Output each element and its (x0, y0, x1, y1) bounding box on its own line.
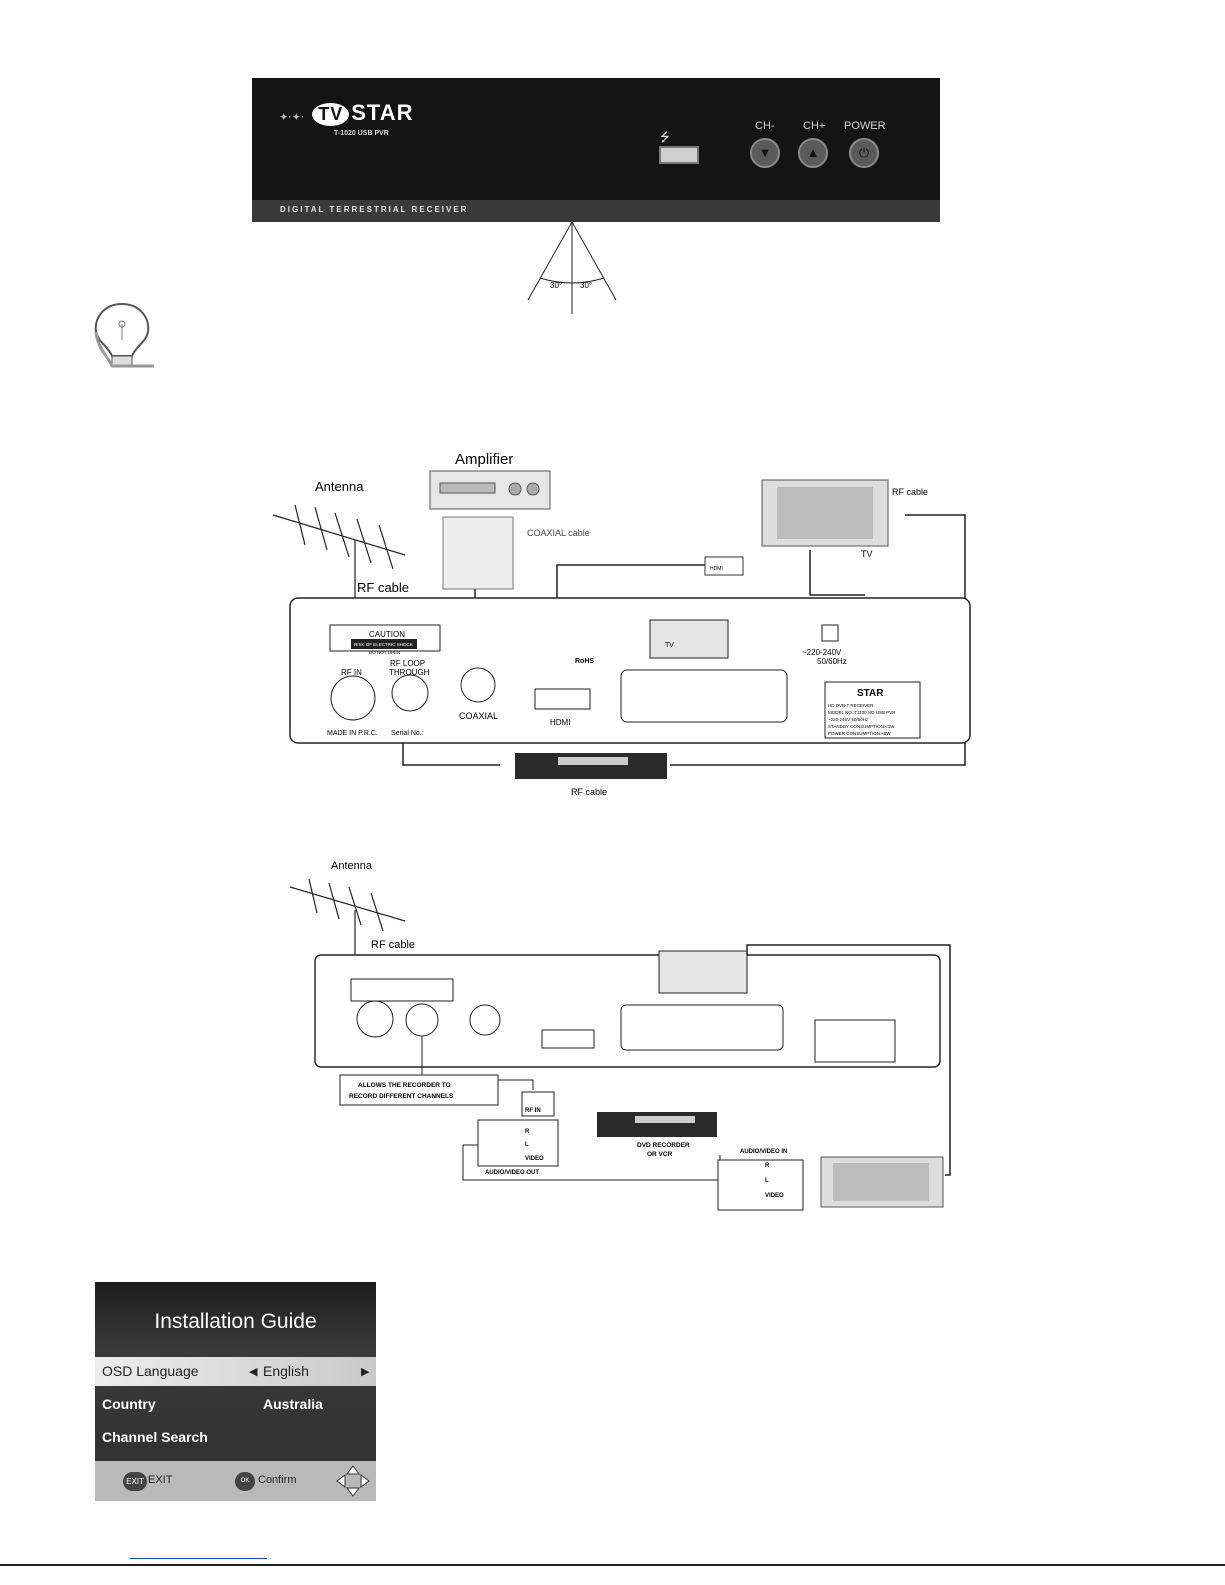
front-strip: DIGITAL TERRESTRIAL RECEIVER (252, 200, 940, 222)
coaxial-label: COAXIAL (459, 711, 498, 721)
osd-language-label: OSD Language (102, 1363, 199, 1379)
arrow-right-icon[interactable]: ▶ (361, 1366, 370, 1378)
osd-row-country[interactable]: Country Australia (95, 1390, 376, 1419)
amplifier-rear-jacks (442, 516, 514, 590)
note-line1: ALLOWS THE RECORDER TO (358, 1082, 451, 1089)
recorder-label2: OR VCR (647, 1151, 673, 1158)
av-in-label: AUDIO/VIDEO IN (740, 1149, 787, 1155)
footer-link-line (130, 1558, 267, 1559)
confirm-label: Confirm (258, 1474, 297, 1486)
svg-text:L: L (765, 1178, 769, 1184)
hdmi-port (534, 688, 591, 710)
tv-label: TV (861, 549, 873, 559)
viewing-angle-diagram: 30° 30° (527, 222, 617, 314)
model-number: T-1020 USB PVR (334, 130, 389, 137)
osd-channel-search-label: Channel Search (102, 1429, 208, 1445)
caution-sub1: RISK OF ELECTRIC SHOCK (354, 642, 413, 647)
av-out-label: AUDIO/VIDEO OUT (485, 1170, 539, 1176)
ok-button[interactable]: OK (235, 1472, 255, 1491)
antenna-label: Antenna (315, 479, 364, 494)
recorder-unit-1 (515, 753, 667, 779)
coaxial-cable-label: COAXIAL cable (527, 528, 590, 538)
antenna2-label: Antenna (331, 860, 373, 872)
av-out-box (477, 1119, 559, 1167)
svg-text:MODEL NO.:T1100 HD USB PVR: MODEL NO.:T1100 HD USB PVR (828, 710, 896, 715)
hdmi-label: HDMI (550, 718, 570, 727)
connection-diagram-1: Amplifier COAXIAL cable Antenna RF cable… (272, 451, 971, 797)
through-label: THROUGH (389, 668, 430, 677)
rating-brand: STAR (857, 688, 884, 699)
rf-cable-bottom-label: RF cable (571, 787, 607, 797)
osd-row-language[interactable]: OSD Language ◀ English ▶ (95, 1357, 376, 1386)
power-button: ⏻ (849, 138, 879, 168)
svg-text:L: L (525, 1142, 529, 1148)
osd-title: Installation Guide (154, 1310, 317, 1333)
osd-language-value: English (263, 1363, 309, 1379)
svg-text:HD DVB-T RECEIVER: HD DVB-T RECEIVER (828, 703, 874, 708)
arrow-left-icon[interactable]: ◀ (249, 1366, 258, 1378)
usb-icon: ⭍ (660, 130, 670, 144)
svg-text:POWER CONSUMPTION:<8W: POWER CONSUMPTION:<8W (828, 731, 891, 736)
svg-text:R: R (525, 1129, 530, 1135)
power-label: POWER (844, 120, 886, 132)
recorder-label1: DVD RECORDER (637, 1142, 690, 1149)
installation-guide-osd: Installation Guide OSD Language ◀ Englis… (95, 1282, 376, 1501)
lightbulb-icon (94, 302, 154, 368)
tv-scart-label: TV (665, 642, 674, 649)
exit-button[interactable]: EXIT (123, 1472, 147, 1491)
rf-cable2-label: RF cable (371, 939, 415, 951)
ch-down-button: ▼ (750, 138, 780, 168)
av-in-box (717, 1159, 804, 1211)
svg-text:~220-240V 50/60Hz: ~220-240V 50/60Hz (828, 717, 869, 722)
osd-country-label: Country (102, 1396, 156, 1412)
svg-text:VIDEO: VIDEO (765, 1193, 784, 1199)
rf-in-label: RF IN (341, 668, 362, 677)
serial-label: Serial No.: (391, 730, 424, 737)
usb-port (659, 146, 699, 164)
rf-loop-port (391, 674, 429, 712)
connection-diagram-2: Antenna RF cable ALLOWS THE RECORDER TO … (289, 860, 951, 1211)
made-in-label: MADE IN P.R.C. (327, 730, 378, 737)
power-rating: ~220-240V (802, 648, 842, 657)
rating-label (824, 681, 921, 739)
svg-text:R: R (765, 1163, 770, 1169)
ch-up-button: ▲ (798, 138, 828, 168)
angle-left: 30° (550, 281, 562, 290)
scart-socket (620, 669, 788, 723)
coaxial-port (460, 667, 496, 703)
rf-in-port (330, 675, 376, 721)
ch-plus-label: CH+ (803, 120, 826, 132)
svg-text:VIDEO: VIDEO (525, 1156, 544, 1162)
rf-loop-label: RF LOOP (390, 659, 425, 668)
osd-row-channel-search[interactable]: Channel Search (95, 1423, 376, 1452)
hdmi-small-label: HDMI (710, 566, 723, 572)
ch-minus-label: CH- (755, 120, 775, 132)
osd-footer: EXIT EXIT OK Confirm (95, 1461, 376, 1501)
svg-text:STANDBY CONSUMPTION:<1W: STANDBY CONSUMPTION:<1W (828, 724, 895, 729)
rf-cable-tv-label: RF cable (892, 487, 928, 497)
caution-label: CAUTION (369, 630, 405, 639)
osd-country-value: Australia (263, 1396, 323, 1412)
freq-rating: 50/60Hz (817, 657, 847, 666)
exit-label: EXIT (148, 1474, 173, 1486)
rf-in2-label: RF IN (525, 1108, 541, 1114)
caution-sub2: DO NOT OPEN (369, 650, 400, 655)
page-rule (0, 1564, 1225, 1566)
angle-right: 30° (580, 281, 592, 290)
note-line2: RECORD DIFFERENT CHANNELS (349, 1093, 454, 1100)
recorder-unit-2 (597, 1112, 717, 1137)
navigation-arrows-icon (336, 1465, 370, 1497)
rohs-label: RoHS (575, 658, 594, 665)
amplifier-label: Amplifier (455, 451, 513, 468)
rf-cable-top-label: RF cable (357, 580, 409, 595)
